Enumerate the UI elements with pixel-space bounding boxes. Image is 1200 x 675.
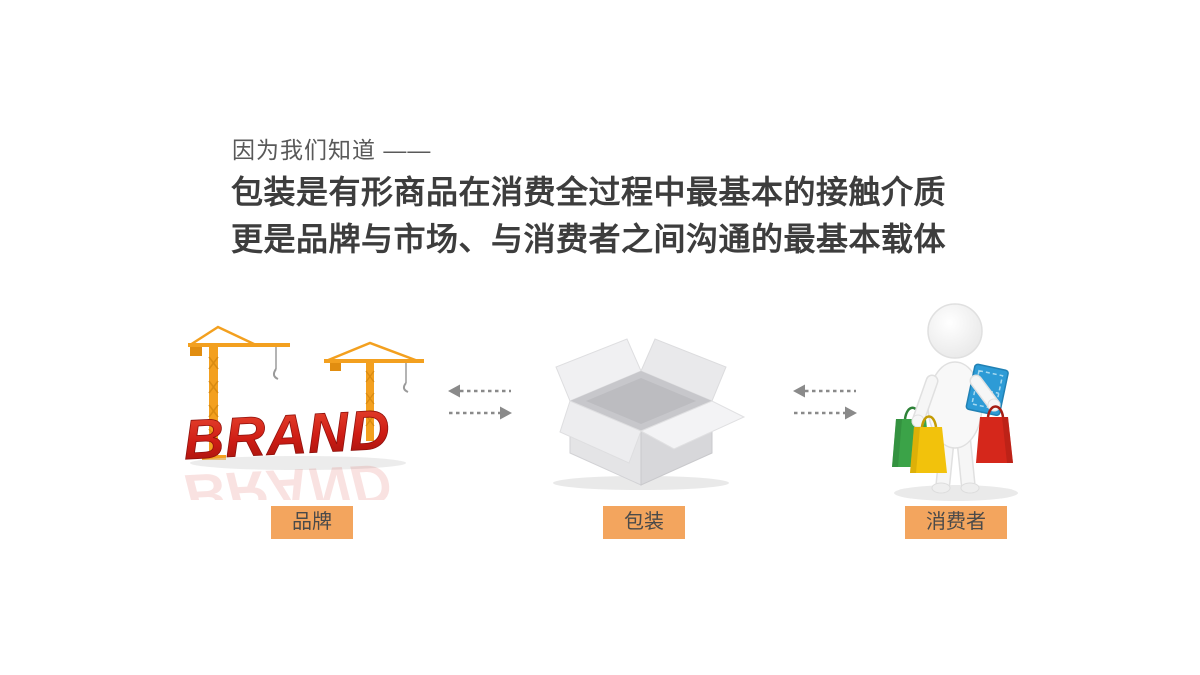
intro-text: 因为我们知道 —— [232, 137, 432, 163]
box-inside-shading [586, 378, 696, 424]
shopper-with-bags-illustration [892, 303, 1018, 501]
crane-right-icon [324, 341, 424, 441]
heading-line-2: 更是品牌与市场、与消费者之间沟通的最基本载体 [231, 221, 947, 257]
figure-arms [911, 374, 1001, 428]
brand-shadow [190, 456, 406, 470]
box-front-right-flap [639, 400, 746, 450]
packaging-consumer-bidirectional-arrow [793, 384, 857, 420]
box-front-left-flap [559, 400, 642, 464]
label-consumer: 消费者 [905, 506, 1007, 539]
slide-heading: 包装是有形商品在消费全过程中最基本的接触介质 更是品牌与市场、与消费者之间沟通的… [231, 169, 946, 263]
box-back-left-flap [555, 338, 642, 402]
brand-construction-cranes-illustration: BRAND BRAND [182, 325, 424, 500]
label-brand: 品牌 [271, 506, 353, 539]
arrow-left-head [448, 384, 460, 398]
shopping-bag-red-icon [976, 405, 1013, 463]
brand-word: BRAND [182, 397, 392, 471]
brand-packaging-bidirectional-arrow [448, 384, 512, 420]
figure-head [927, 303, 983, 359]
crane-left-icon [188, 325, 290, 460]
label-packaging: 包装 [603, 506, 685, 539]
shopping-bag-yellow-icon [910, 415, 947, 473]
open-cardboard-box-illustration [553, 338, 746, 490]
arrow-right-head [500, 406, 512, 420]
arrow-left-head [793, 384, 805, 398]
figure-shadow [894, 485, 1018, 501]
arrow-right-head [845, 406, 857, 420]
heading-line-1: 包装是有形商品在消费全过程中最基本的接触介质 [231, 174, 947, 210]
